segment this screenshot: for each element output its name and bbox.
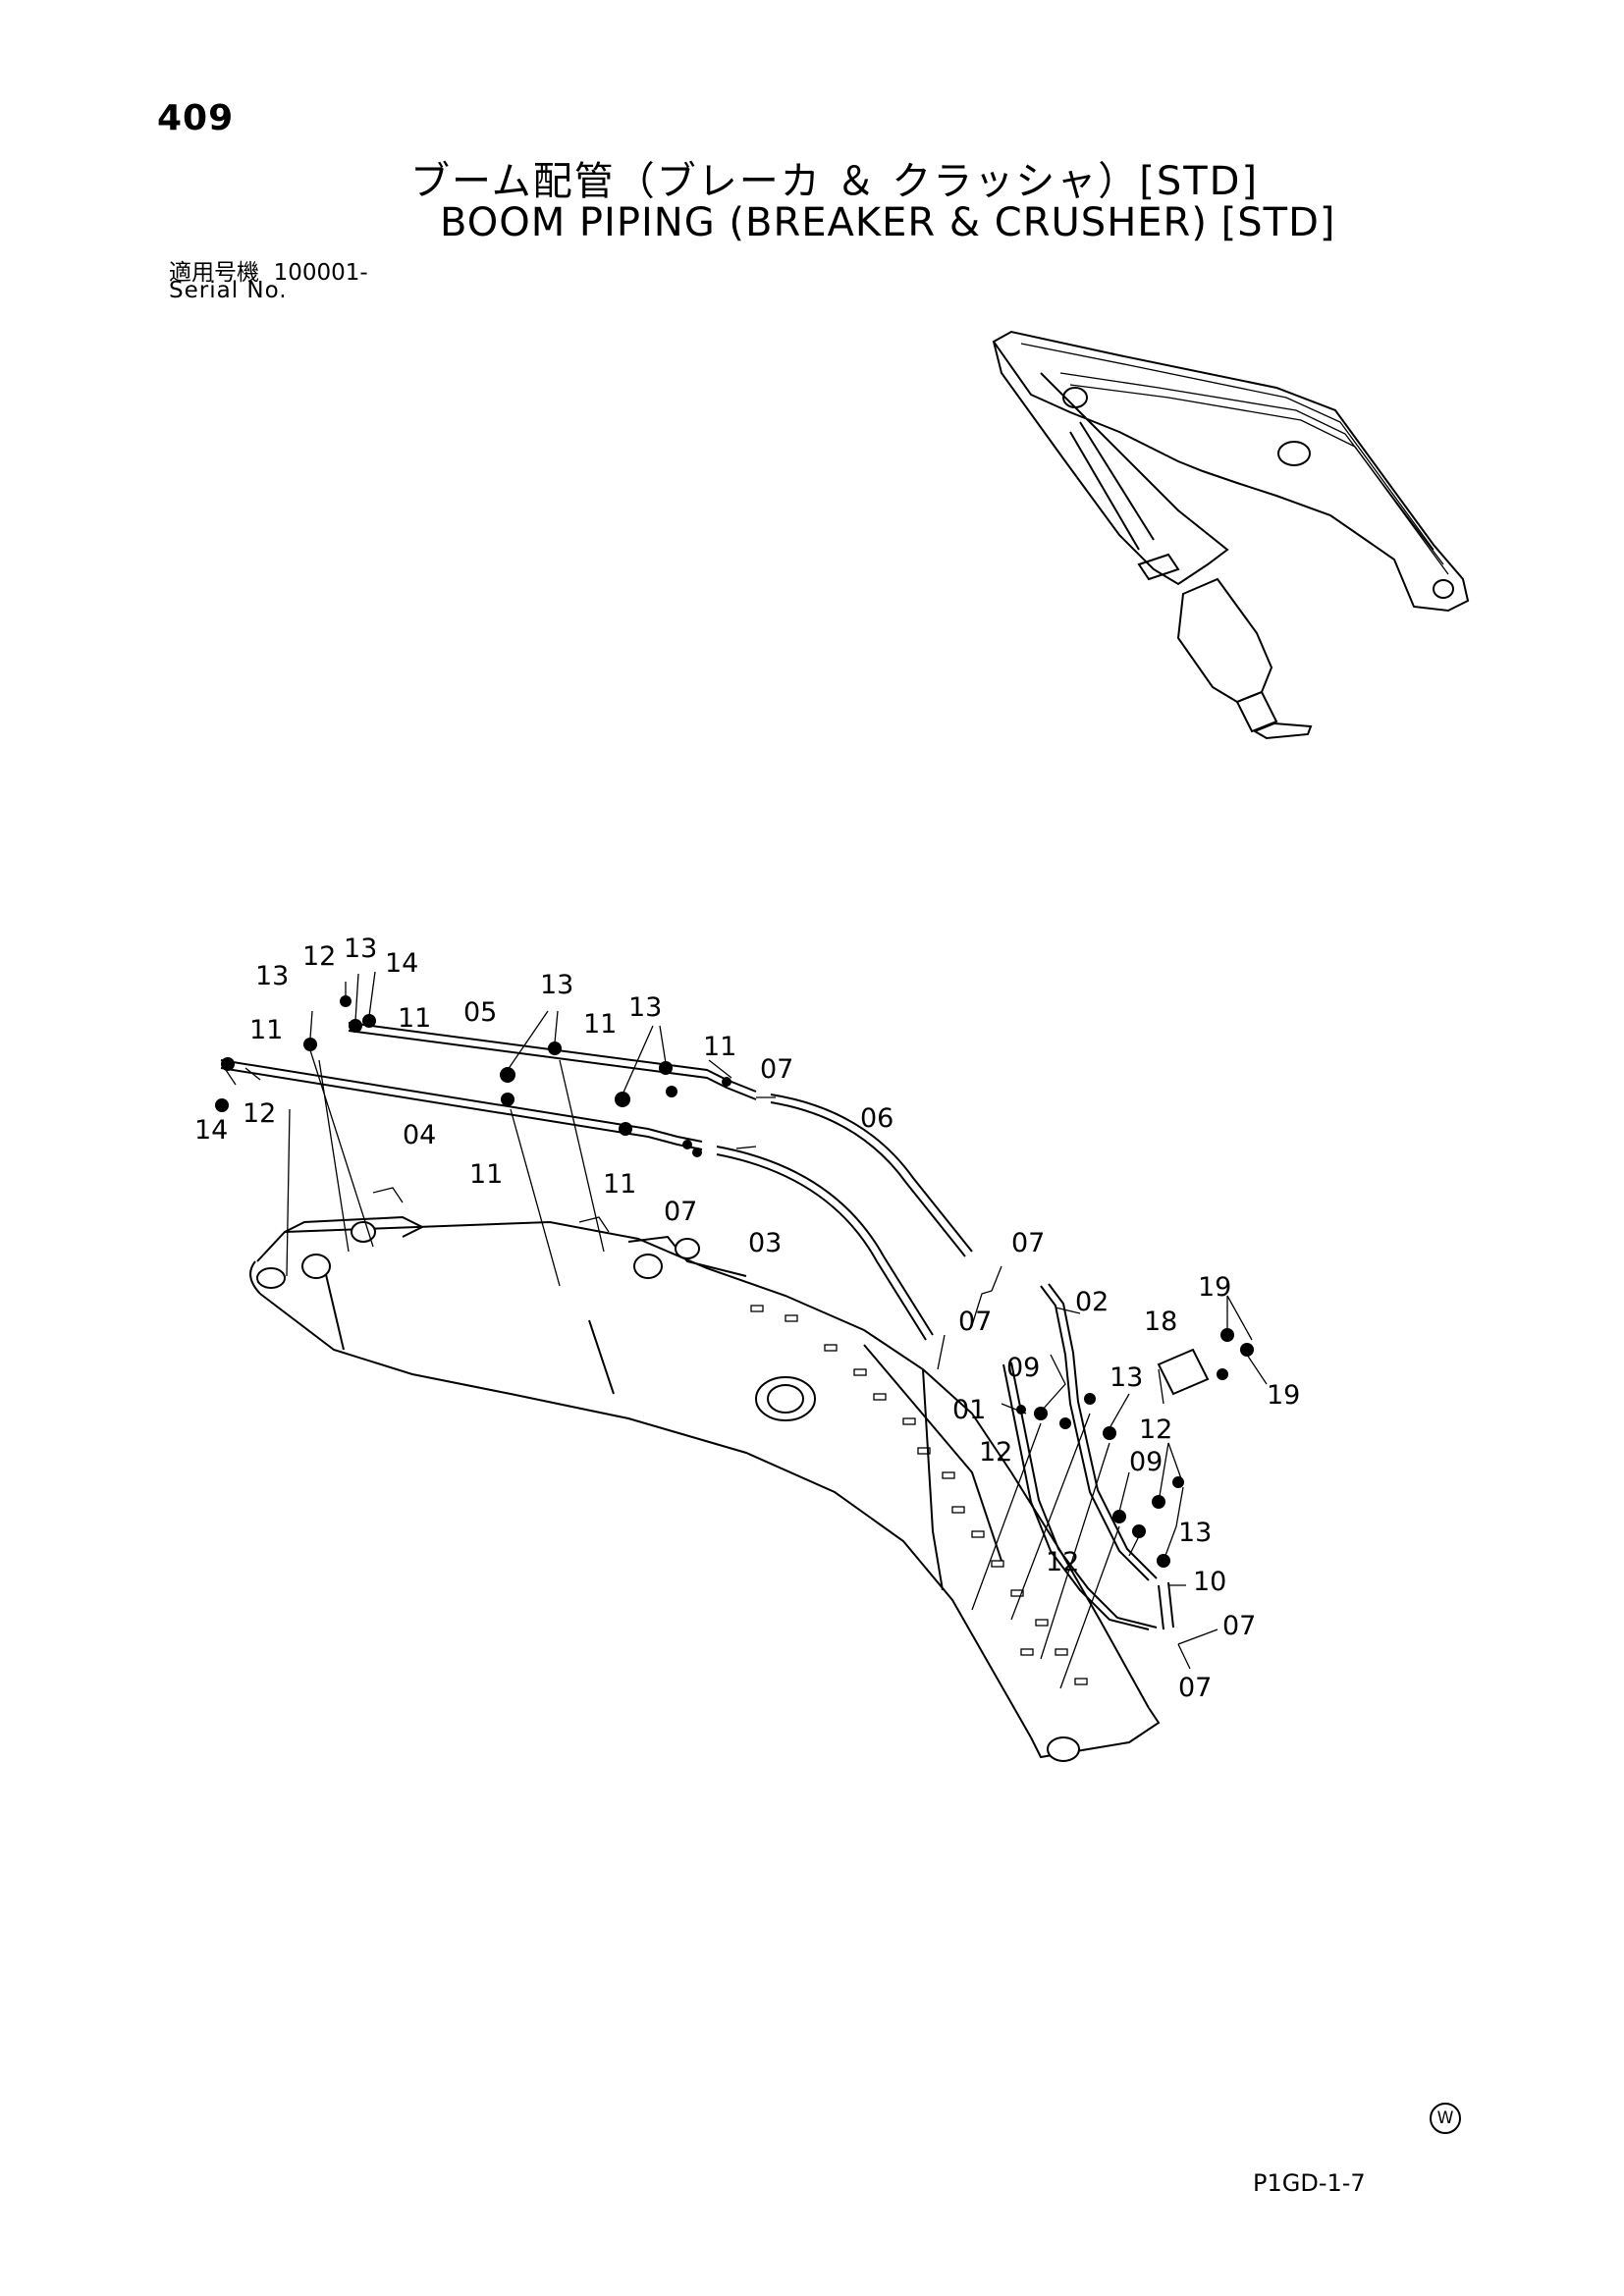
callout-03: 03 — [748, 1228, 782, 1258]
callout-12: 12 — [1046, 1547, 1079, 1577]
title-english: BOOM PIPING (BREAKER & CRUSHER) [STD] — [440, 200, 1336, 245]
callout-12: 12 — [979, 1437, 1012, 1468]
callouts: 12 13 14 13 11 05 13 11 13 11 07 06 11 1… — [194, 934, 1300, 1703]
callout-02: 02 — [1075, 1287, 1109, 1317]
hose-06 — [770, 1094, 973, 1257]
callout-14: 14 — [194, 1115, 228, 1146]
serial-label-ja-text: 適用号機 — [169, 260, 259, 286]
serial-label-english: Serial No. — [169, 278, 288, 303]
callout-11: 11 — [398, 1003, 431, 1034]
callout-07: 07 — [760, 1054, 793, 1085]
w-mark-icon: W — [1430, 2103, 1461, 2134]
callout-18: 18 — [1144, 1307, 1177, 1337]
callout-14: 14 — [385, 948, 418, 979]
callout-11: 11 — [603, 1169, 636, 1200]
callout-01: 01 — [952, 1395, 986, 1425]
callout-19: 19 — [1267, 1380, 1300, 1411]
callout-13: 13 — [628, 992, 662, 1023]
callout-12: 12 — [302, 941, 336, 972]
callout-12: 12 — [243, 1098, 276, 1129]
callout-13: 13 — [344, 934, 377, 964]
serial-label-japanese: 適用号機 100001- — [169, 253, 368, 287]
leader-lines — [225, 971, 1268, 1689]
callout-07: 07 — [958, 1307, 992, 1337]
pipe-04 — [220, 1059, 703, 1150]
callout-05: 05 — [463, 997, 497, 1028]
callout-07: 07 — [1011, 1228, 1045, 1258]
thumbnail-breaker — [1137, 553, 1313, 740]
clamps-and-bolts — [215, 995, 1254, 1568]
serial-value: 100001- — [273, 260, 368, 286]
callout-13: 13 — [1110, 1362, 1143, 1393]
callout-12: 12 — [1139, 1415, 1172, 1445]
callout-11: 11 — [703, 1032, 736, 1062]
boom-body — [249, 1220, 1161, 1762]
title-japanese: ブーム配管（ブレーカ ＆ クラッシャ）[STD] — [410, 159, 1260, 204]
callout-07: 07 — [664, 1197, 697, 1227]
callout-11: 11 — [249, 1015, 283, 1045]
callout-11: 11 — [583, 1009, 617, 1040]
boom-plate-slots — [750, 1305, 1088, 1685]
page-number: 409 — [157, 98, 235, 138]
callout-10: 10 — [1193, 1567, 1226, 1597]
callout-09: 09 — [1129, 1447, 1163, 1477]
thumbnail-arm — [993, 341, 1229, 586]
boom-foot-brackets — [284, 1187, 747, 1279]
callout-07: 07 — [1178, 1673, 1212, 1703]
callout-07: 07 — [1222, 1611, 1256, 1641]
callout-13: 13 — [255, 961, 289, 991]
callout-19: 19 — [1198, 1272, 1231, 1303]
document-code: P1GD-1-7 — [1253, 2169, 1366, 2197]
callout-11: 11 — [469, 1159, 503, 1190]
callout-13: 13 — [540, 970, 573, 1000]
callout-09: 09 — [1006, 1353, 1040, 1383]
callout-13: 13 — [1178, 1518, 1212, 1548]
pipe-05 — [348, 1022, 757, 1100]
callout-06: 06 — [860, 1103, 893, 1134]
block-18 — [1157, 1348, 1210, 1396]
hose-03 — [716, 1146, 934, 1341]
callout-04: 04 — [403, 1120, 436, 1150]
